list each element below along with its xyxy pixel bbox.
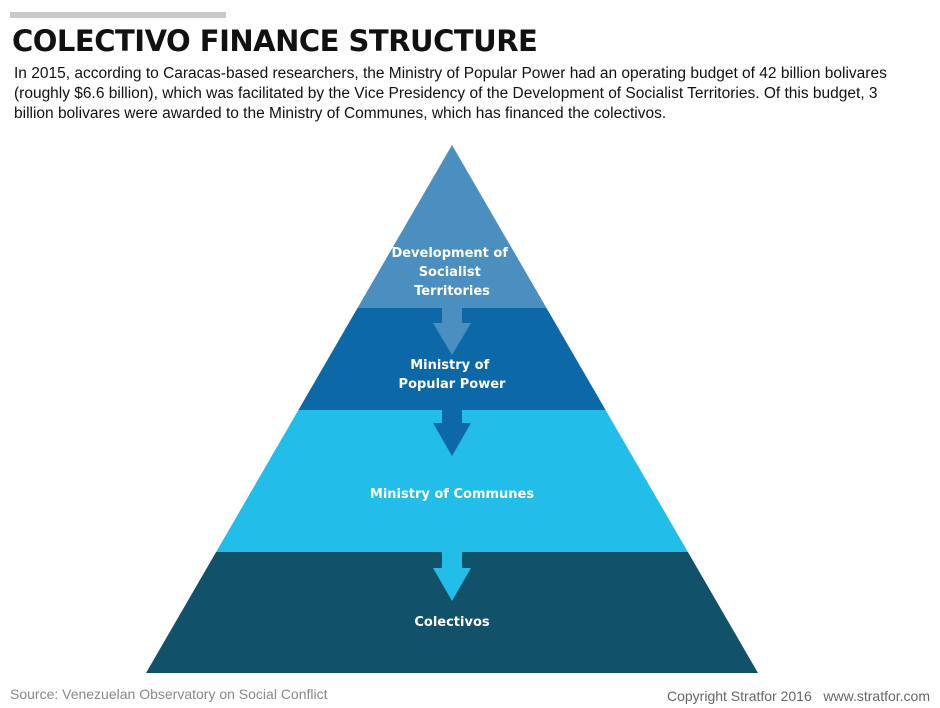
level-colectivos bbox=[146, 552, 758, 673]
arrow-down-icon bbox=[433, 308, 471, 355]
copyright: Copyright Stratfor 2016 www.stratfor.com bbox=[667, 688, 930, 704]
description: In 2015, according to Caracas-based rese… bbox=[14, 65, 887, 122]
label-development: Development of Socialist Territories bbox=[391, 246, 512, 299]
arrow-down-icon bbox=[433, 552, 471, 601]
label-popular-power: Ministry of Popular Power bbox=[399, 358, 506, 392]
level-ministry-popular-power bbox=[298, 308, 606, 410]
page-title: COLECTIVO FINANCE STRUCTURE bbox=[12, 24, 538, 58]
level-ministry-communes bbox=[216, 410, 688, 552]
label-colectivos: Colectivos bbox=[414, 615, 490, 630]
label-communes: Ministry of Communes bbox=[370, 487, 534, 502]
level-development-socialist-territories bbox=[357, 145, 547, 308]
header-rule bbox=[10, 12, 226, 18]
arrow-down-icon bbox=[433, 410, 471, 456]
source-note: Source: Venezuelan Observatory on Social… bbox=[10, 686, 328, 702]
